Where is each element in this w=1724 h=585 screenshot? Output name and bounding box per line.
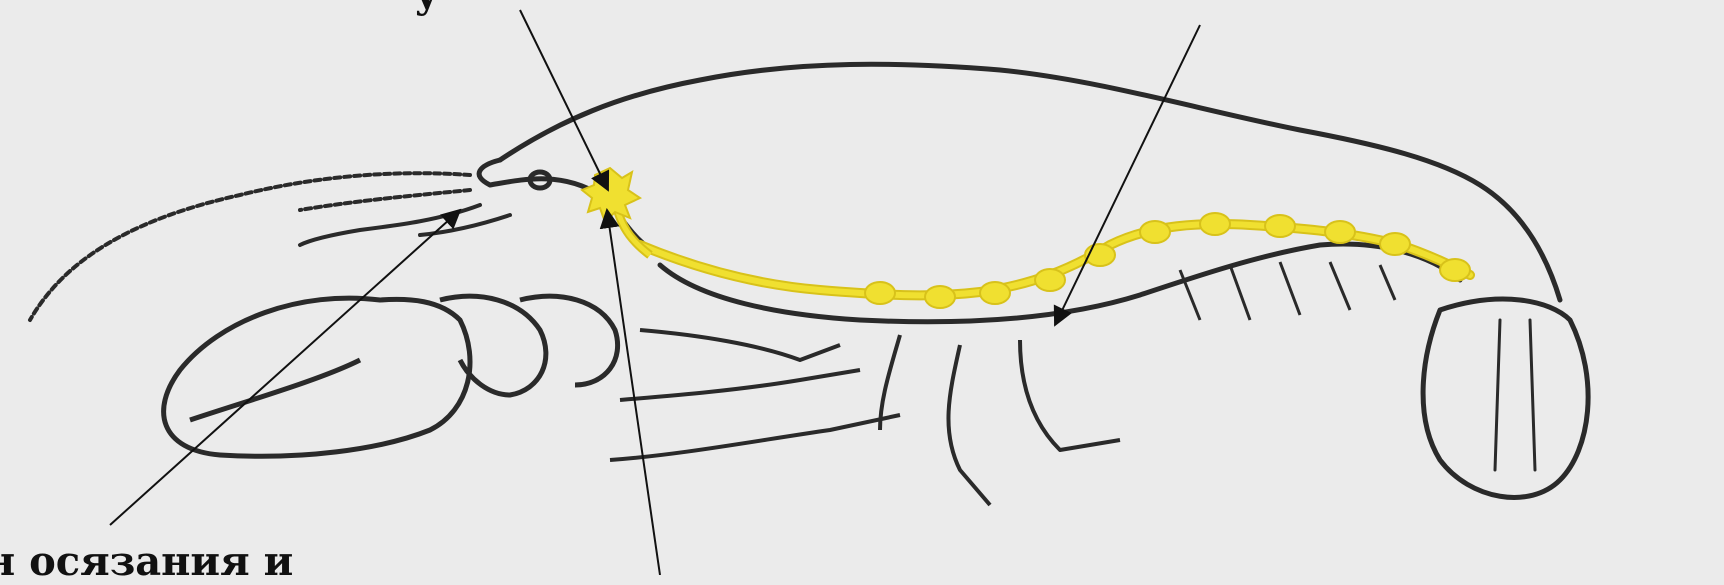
nervous-system — [582, 168, 1470, 308]
partial-label-top: у — [414, 0, 440, 14]
pointer-arrows — [110, 10, 1200, 575]
tail-fan — [1423, 299, 1588, 497]
arrow-to-antenna — [110, 210, 460, 525]
antenna-icon — [30, 173, 510, 320]
claw-icon — [164, 296, 618, 456]
brain-ganglion-icon — [582, 168, 640, 222]
arrow-to-brain — [520, 10, 608, 190]
label-touch-organ: ан осязания и — [0, 542, 293, 582]
walking-legs — [610, 330, 1120, 505]
arrow-to-eye — [607, 210, 660, 575]
